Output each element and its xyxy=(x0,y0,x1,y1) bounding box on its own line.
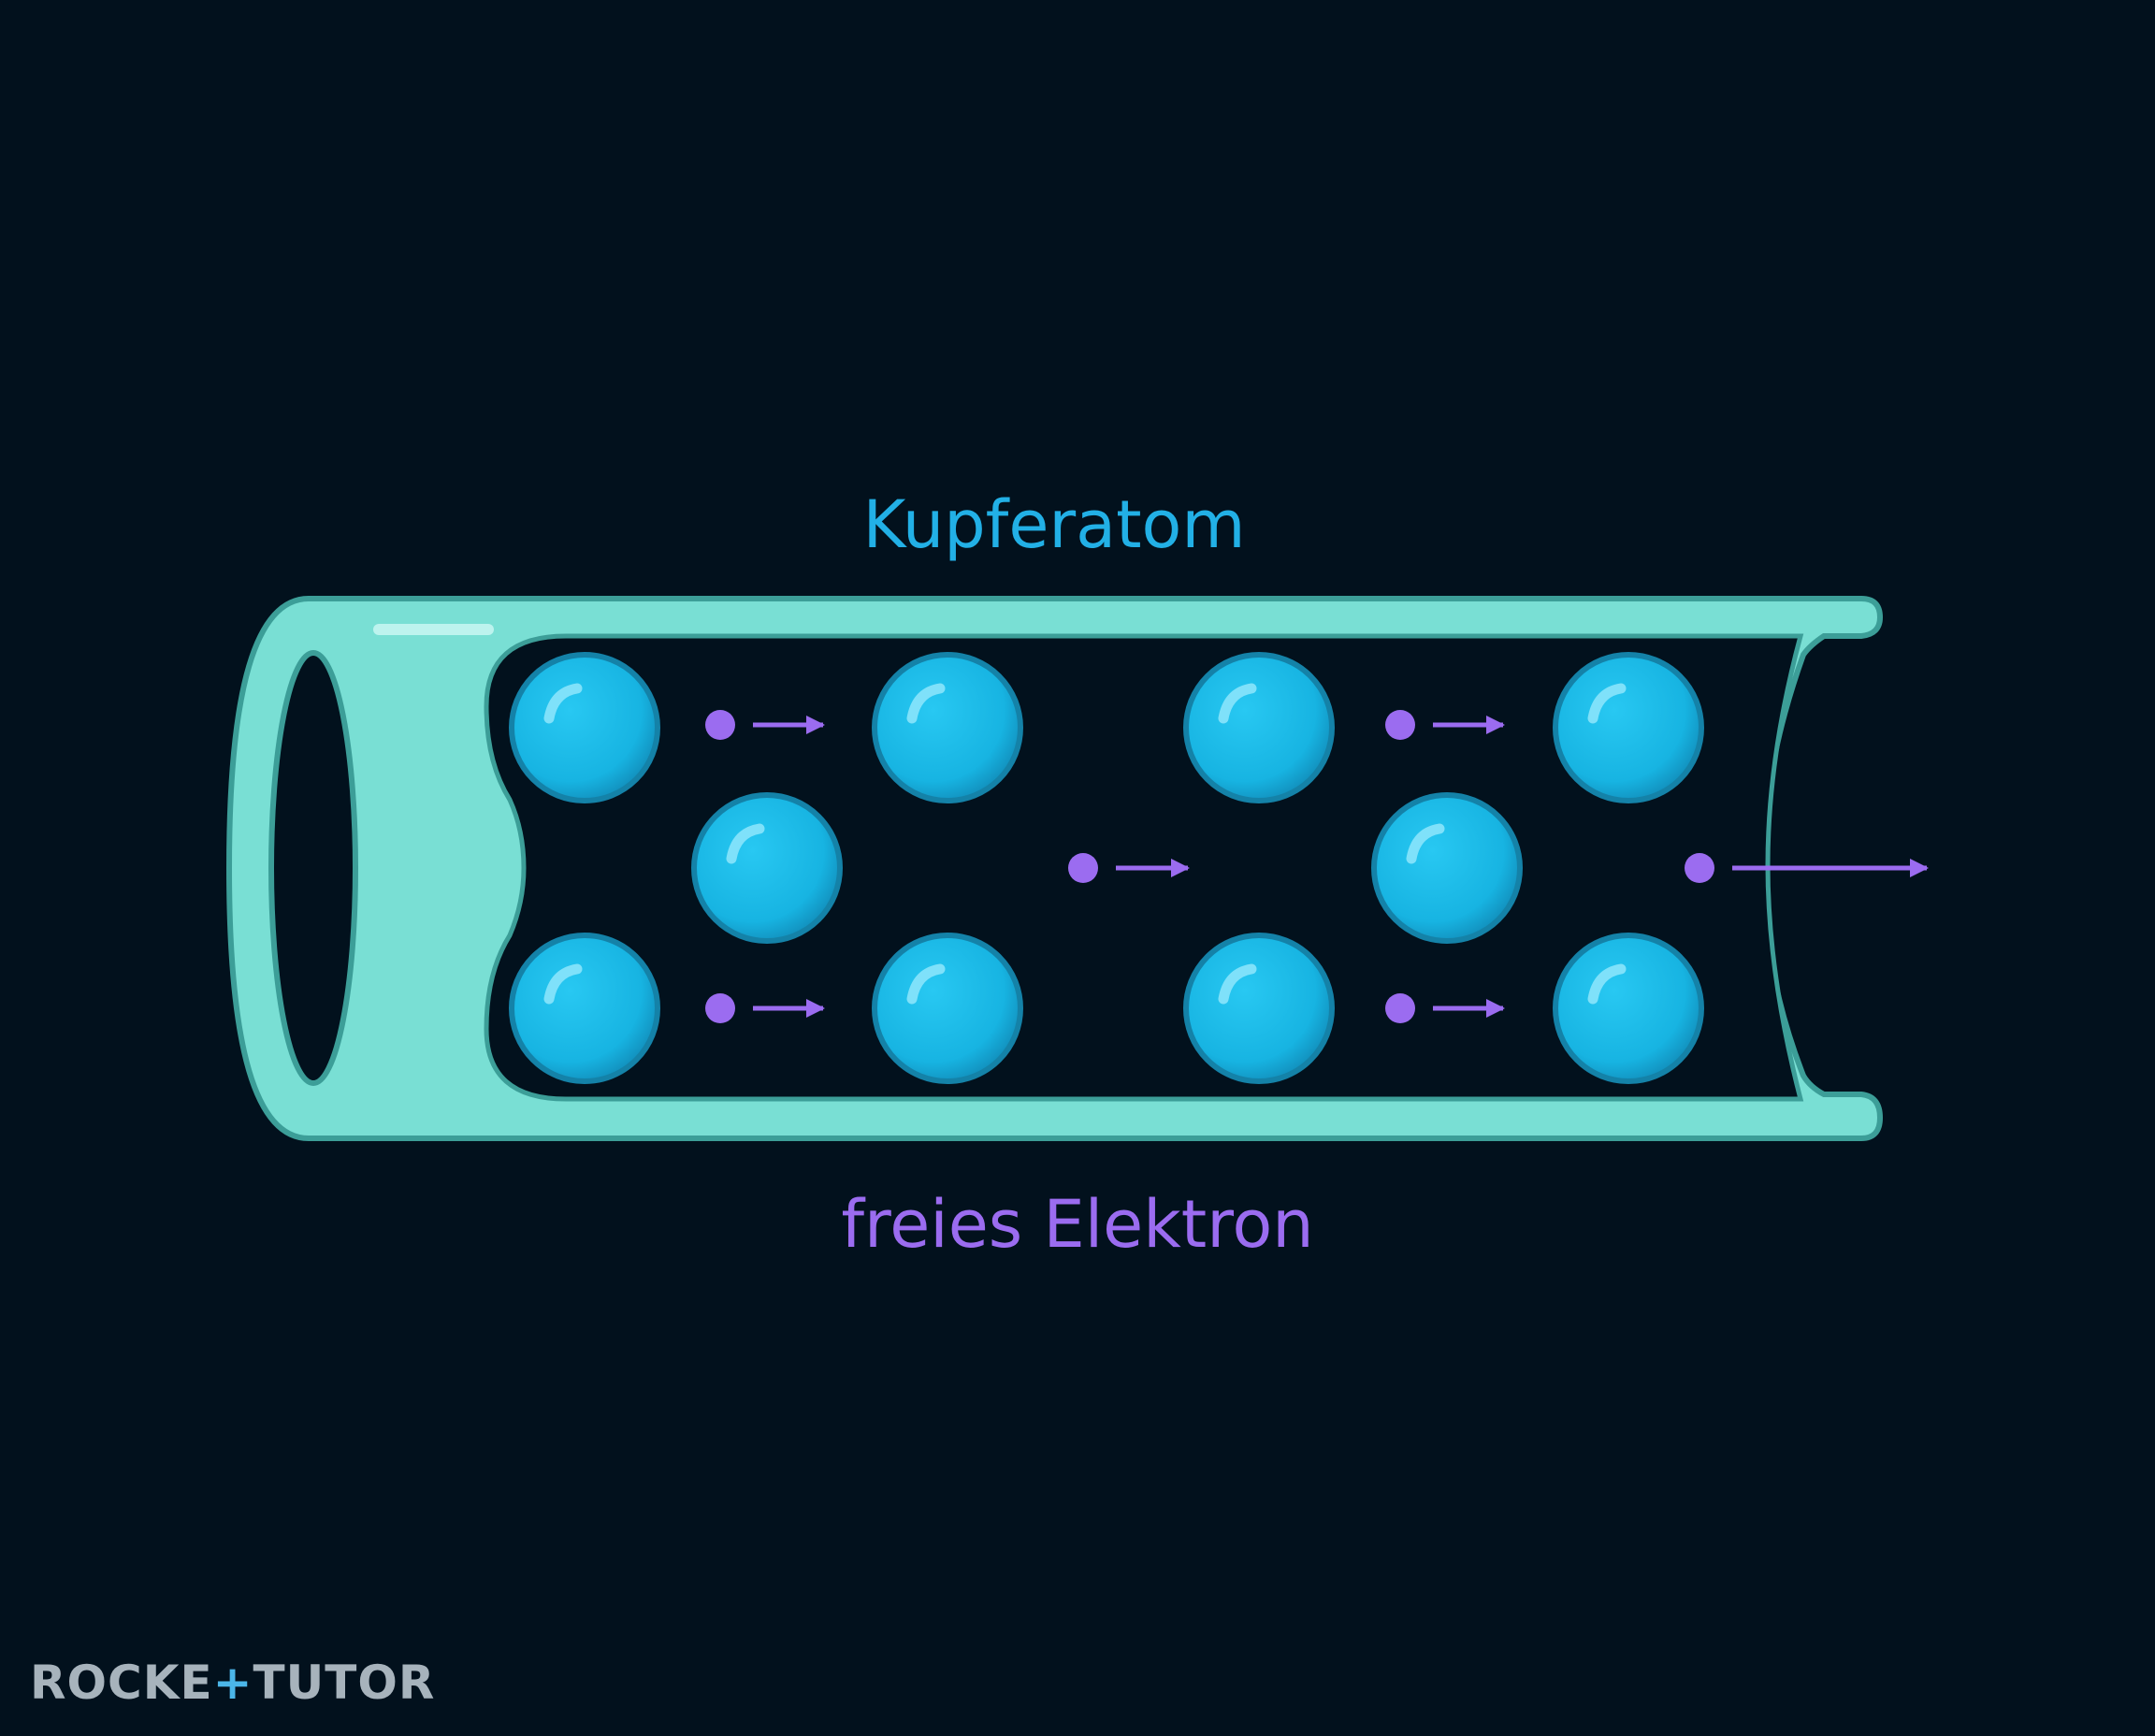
rocket-tutor-logo: ROCKE+TUTOR xyxy=(30,1656,435,1710)
free-electrons xyxy=(705,710,1929,1023)
free-electron xyxy=(705,993,825,1023)
electron-dot-icon xyxy=(705,993,735,1023)
electron-dot-icon xyxy=(1685,853,1714,883)
free-electron xyxy=(705,710,825,740)
electron-dot-icon xyxy=(1385,993,1415,1023)
copper-atom-label: Kupferatom xyxy=(862,486,1246,563)
logo-part2: TUTOR xyxy=(253,1656,436,1710)
free-electron xyxy=(1068,853,1190,883)
copper-atom-icon xyxy=(1553,933,1704,1084)
copper-atom-icon xyxy=(509,933,660,1084)
copper-atom-icon xyxy=(1371,792,1523,944)
tube-left-opening xyxy=(268,650,358,1086)
copper-atom-icon xyxy=(509,652,660,803)
logo-part1: ROCKE xyxy=(30,1656,213,1710)
free-electron xyxy=(1685,853,1929,883)
copper-atom-icon xyxy=(1183,933,1335,1084)
electron-dot-icon xyxy=(705,710,735,740)
copper-atom-icon xyxy=(872,933,1023,1084)
free-electron-label: freies Elektron xyxy=(841,1186,1314,1263)
electron-dot-icon xyxy=(1385,710,1415,740)
electron-dot-icon xyxy=(1068,853,1098,883)
free-electron xyxy=(1385,710,1505,740)
copper-atom-icon xyxy=(872,652,1023,803)
free-electron xyxy=(1385,993,1505,1023)
copper-atom-icon xyxy=(1183,652,1335,803)
logo-plus: + xyxy=(212,1656,253,1710)
copper-atoms xyxy=(509,652,1704,1084)
copper-atom-icon xyxy=(1553,652,1704,803)
copper-atom-icon xyxy=(691,792,843,944)
